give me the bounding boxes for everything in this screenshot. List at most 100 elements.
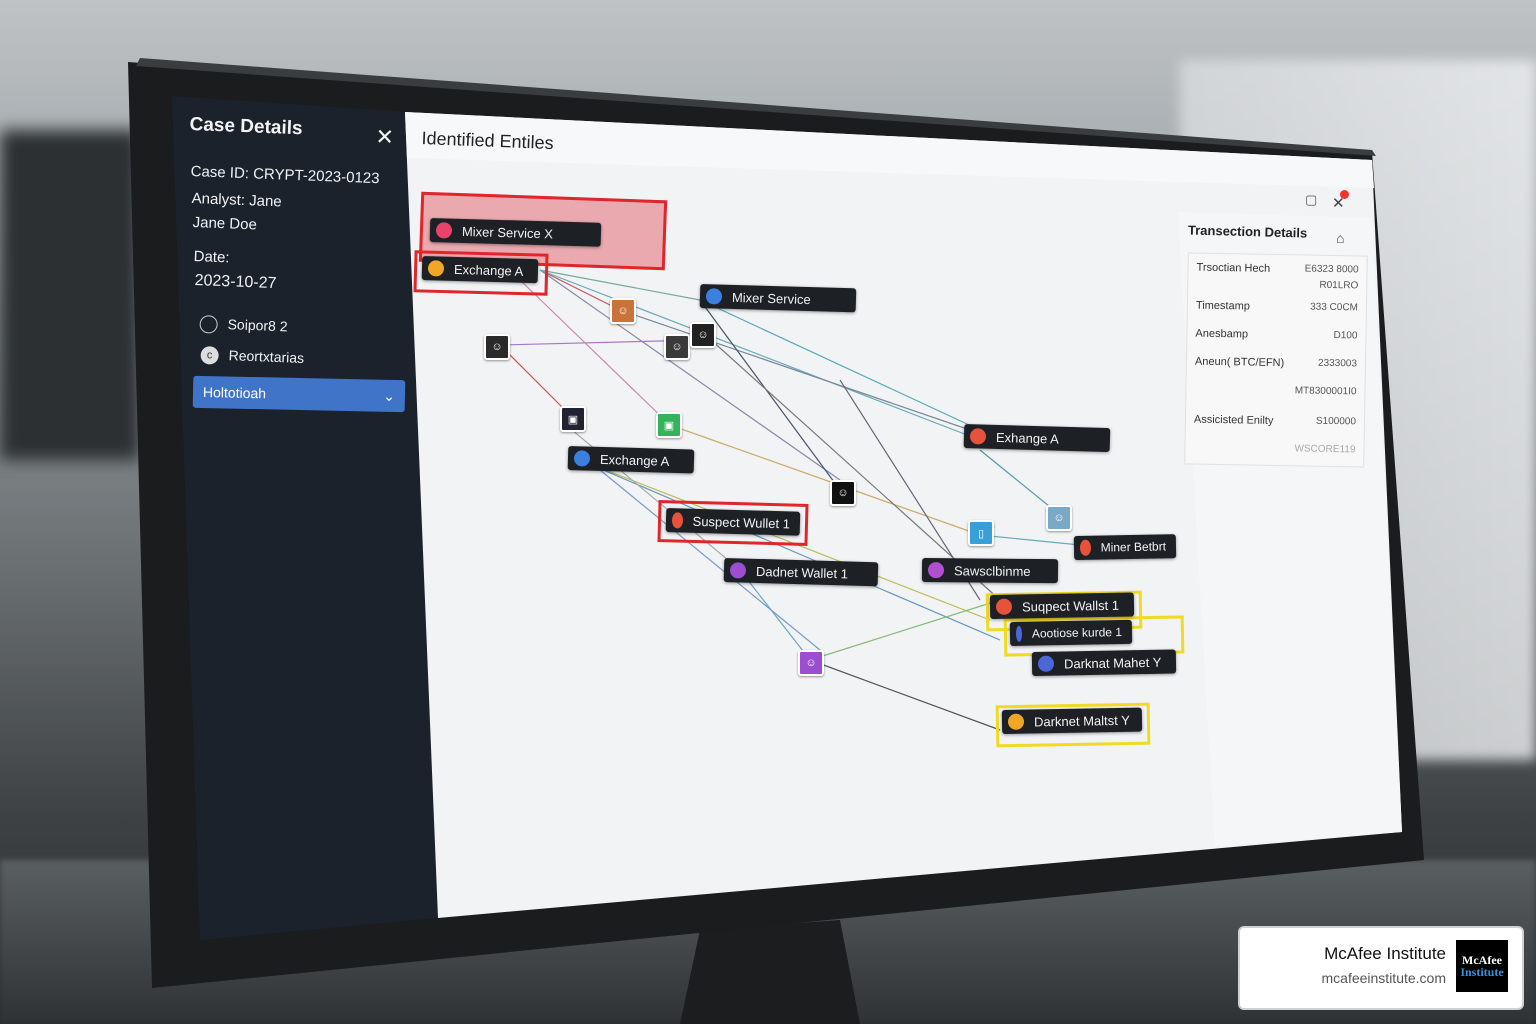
td-key: Timestamp (1195, 299, 1251, 313)
node-label: Mixer Service X (461, 223, 554, 241)
analyst-label: Analyst: Jane (191, 190, 282, 211)
user-avatar-icon[interactable]: ☺ (798, 650, 824, 676)
graph-edge (499, 344, 571, 416)
entity-node[interactable]: Suqpect Wallst 1 (989, 592, 1135, 619)
pin-icon[interactable]: ⌂ (1336, 230, 1345, 246)
sidebar-item-1[interactable]: Soipor8 2 (199, 315, 288, 337)
graph-edge (669, 424, 981, 536)
node-label: Darknet Maltst Y (1033, 712, 1130, 729)
entity-node[interactable]: Suspect Wullet 1 (665, 508, 801, 536)
entity-node[interactable]: Sawsclbinme (921, 558, 1059, 584)
mixer-icon (435, 222, 453, 239)
entity-node[interactable]: Mixer Service X (429, 218, 602, 247)
graph-edge (539, 269, 701, 301)
user-avatar-icon[interactable]: ☺ (690, 322, 716, 348)
entity-node[interactable]: Darknet Maltst Y (1001, 707, 1143, 734)
user-avatar-icon[interactable]: ☺ (830, 480, 856, 506)
graph-edge (699, 299, 841, 491)
entity-node[interactable]: Exchange A (567, 446, 695, 474)
graph-edge (579, 459, 1001, 641)
entity-node[interactable]: Mixer Service (699, 284, 857, 313)
user-avatar-icon[interactable]: ☺ (664, 334, 690, 360)
link-icon (199, 315, 218, 334)
node-label: Mixer Service (731, 289, 811, 307)
transaction-details-title: Transection Details (1187, 222, 1308, 241)
dropdown-label: Holtotioah (202, 383, 267, 402)
node-label: Suqpect Wallst 1 (1021, 597, 1120, 614)
user-avatar-icon[interactable]: ☺ (484, 334, 510, 360)
main-header (405, 112, 1374, 188)
td-row: Aneun( BTC/EFN) 2333003 (1187, 355, 1365, 370)
graph-edge (699, 329, 1001, 601)
td-value: D100 (1333, 330, 1358, 342)
entity-node[interactable]: Exhange A (963, 424, 1111, 453)
circle-c-icon: c (200, 346, 219, 365)
document-icon[interactable]: ▢ (1305, 192, 1318, 207)
td-value: WSCORE119 (1294, 443, 1356, 456)
graph-edge (619, 309, 971, 431)
td-value: 2333003 (1317, 357, 1358, 370)
wallet-node-icon[interactable]: ▣ (560, 406, 586, 432)
graph-edge (539, 269, 621, 311)
entity-icon (1015, 625, 1023, 642)
graph-edge (739, 569, 811, 661)
td-key: Aneun( BTC/EFN) (1194, 355, 1285, 370)
chevron-down-icon: ⌄ (383, 387, 396, 404)
date-value: 2023-10-27 (194, 272, 277, 293)
node-label: Aootiose kurde 1 (1031, 625, 1123, 641)
td-value: S100000 (1315, 415, 1357, 428)
node-label: Miner Betbrt (1100, 539, 1167, 555)
td-row: Timestamp 333 C0CM (1188, 299, 1366, 314)
graph-edge (599, 469, 821, 651)
date-label: Date: (193, 248, 230, 267)
td-value: E6323 8000 (1304, 263, 1359, 276)
entity-node[interactable]: Miner Betbrt (1073, 534, 1177, 560)
close-icon[interactable]: ✕ (375, 124, 395, 150)
market-icon (1007, 713, 1025, 730)
node-label: Exchange A (599, 451, 670, 469)
td-value: R01LRO (1319, 279, 1359, 292)
wallet-icon (995, 598, 1013, 615)
graph-edge (539, 269, 841, 481)
service-icon (927, 562, 945, 579)
exchange-icon (427, 260, 445, 277)
entity-node[interactable]: Darknat Mahet Y (1031, 649, 1177, 676)
td-value: MT8300001I0 (1294, 385, 1357, 398)
node-label: Exchange A (453, 261, 524, 279)
entity-node[interactable]: Dadnet Wallet 1 (723, 558, 879, 587)
sidebar-dropdown[interactable]: Holtotioah ⌄ (192, 375, 406, 413)
analyst-name: Jane Doe (192, 214, 258, 234)
td-row: MT8300001I0 (1187, 383, 1365, 397)
close-icon[interactable]: ✕ (1332, 190, 1349, 212)
graph-edge (979, 534, 1081, 546)
monitor-stand (680, 920, 860, 1024)
sidebar-item-label: Soipor8 2 (227, 316, 288, 335)
wallet-node-icon[interactable]: ▣ (656, 412, 682, 438)
user-avatar-icon[interactable]: ☺ (610, 298, 636, 324)
td-row: WSCORE119 (1186, 441, 1364, 455)
badge-url: mcafeeinstitute.com (1321, 970, 1447, 986)
graph-edge (809, 599, 1001, 661)
user-avatar-icon[interactable]: ☺ (1046, 505, 1072, 531)
graph-edge (979, 449, 1061, 516)
node-label: Exhange A (995, 429, 1060, 447)
exchange-icon (573, 450, 591, 467)
entity-node[interactable]: Aootiose kurde 1 (1009, 619, 1133, 646)
wallet-icon (729, 562, 747, 579)
graph-edge (579, 459, 991, 621)
graph-edges (499, 269, 1081, 731)
miner-icon (1079, 539, 1091, 556)
td-value: 333 C0CM (1310, 301, 1359, 314)
device-icon[interactable]: ▯ (968, 520, 994, 546)
graph-edge (519, 279, 671, 426)
node-label: Darknat Mahet Y (1063, 654, 1162, 671)
entity-node[interactable]: Exchange A (421, 256, 539, 284)
td-row: R01LRO (1188, 277, 1366, 292)
monitor-bezel-edge (136, 58, 1376, 156)
